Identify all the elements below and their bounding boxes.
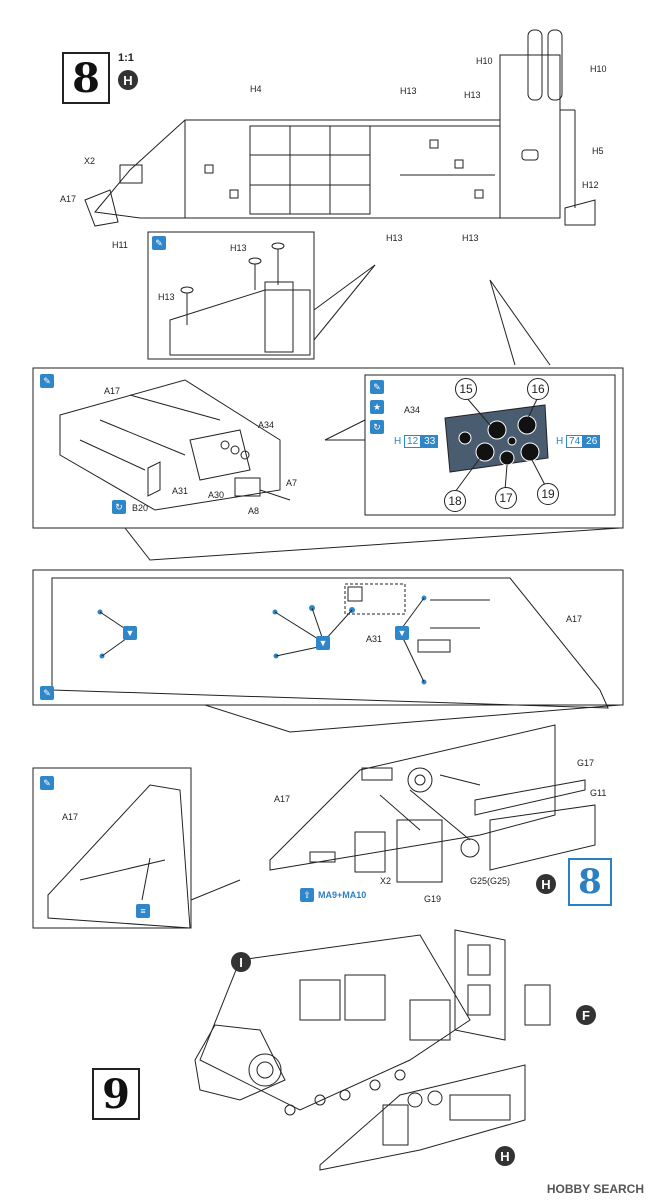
paint-prefix: H [556,436,564,447]
label-h5: H5 [592,146,604,156]
detail-a17-box [32,367,624,561]
lower-label-a17-left: A17 [62,812,79,822]
lower-assembly [269,724,596,883]
paint-code-a: 74 [566,435,584,448]
decal-number-18: 18 [444,490,466,512]
gauge-subbox [324,374,616,516]
hull-side-drawing [84,29,596,227]
decal-leaders [99,597,425,683]
paint-brush-icon: ✎ [40,776,54,790]
decal-icon: ▼ [395,626,409,640]
decal-panel [32,569,624,733]
badge-i: I [231,952,251,972]
badge-f: F [576,1005,596,1025]
lower-label-g25: G25(G25) [470,876,511,886]
label-h4: H4 [250,84,262,94]
detail-label-a30: A30 [208,490,225,500]
detail-label-a31: A31 [172,486,189,496]
detail-label-h13-left: H13 [158,292,175,302]
badge-h-step8: H [118,70,138,90]
lower-label-g19: G19 [424,894,442,904]
badge-h-step9: H [495,1146,515,1166]
reverse-arrows-icon: ↻ [112,500,126,514]
gauge-label-a34: A34 [404,405,421,415]
detail-h13-box [147,231,376,360]
lower-label-ma-ref: MA9+MA10 [318,890,367,900]
paint-code-a: 12 [404,435,422,448]
decal-number-15: 15 [455,378,477,400]
decal-label-a17: A17 [566,614,583,624]
decal-number-16: 16 [527,378,549,400]
label-h13-bottom-left: H13 [386,233,403,243]
label-h12: H12 [582,180,599,190]
paint-brush-icon: ✎ [370,380,384,394]
detail-label-h13-top: H13 [230,243,247,253]
badge-h-lower: H [536,874,556,894]
decal-number-17: 17 [495,487,517,509]
decal-number-19: 19 [537,483,559,505]
watermark: HOBBY SEARCH [546,1182,644,1196]
paint-code-b: 26 [583,435,601,448]
decal-icon: ▼ [316,636,330,650]
label-a17-top: A17 [60,194,77,204]
detail-lower-left [32,767,241,929]
paint-prefix: H [394,436,402,447]
step-8-number: 8 [62,52,110,104]
scale-label: 1:1 [118,52,134,64]
upward-arrow-icon: ⇧ [300,888,314,902]
detail-label-a34: A34 [258,420,275,430]
label-h13-bottom-right: H13 [462,233,479,243]
paint-brush-icon: ✎ [40,374,54,388]
paint-brush-icon: ✎ [152,236,166,250]
decal-label-a31: A31 [366,634,383,644]
label-h13-top: H13 [400,86,417,96]
detail-label-a7: A7 [286,478,298,488]
lower-label-a17-main: A17 [274,794,291,804]
detail-label-a8: A8 [248,506,260,516]
label-h10-left: H10 [476,56,493,66]
star-icon: ★ [370,400,384,414]
step-8-reference: 8 [568,858,612,906]
gauge-panel [444,404,549,473]
label-h13-right: H13 [464,90,481,100]
label-h11: H11 [112,240,128,250]
paint-code-b: 33 [421,435,439,448]
lower-label-x2: X2 [380,876,392,886]
detail-label-b20: B20 [132,503,149,513]
label-h10-right: H10 [590,64,607,74]
paint-brush-icon: ✎ [40,686,54,700]
decal-icon: ▼ [123,626,137,640]
gauge-leaders [454,396,546,493]
stripes-icon: ≡ [136,904,150,918]
reverse-arrows-icon: ↻ [370,420,384,434]
label-x2-top: X2 [84,156,96,166]
detail-label-a17: A17 [104,386,121,396]
lower-label-g11: G11 [590,788,607,798]
step-9-number: 9 [92,1068,140,1120]
lower-label-g17: G17 [577,758,595,768]
